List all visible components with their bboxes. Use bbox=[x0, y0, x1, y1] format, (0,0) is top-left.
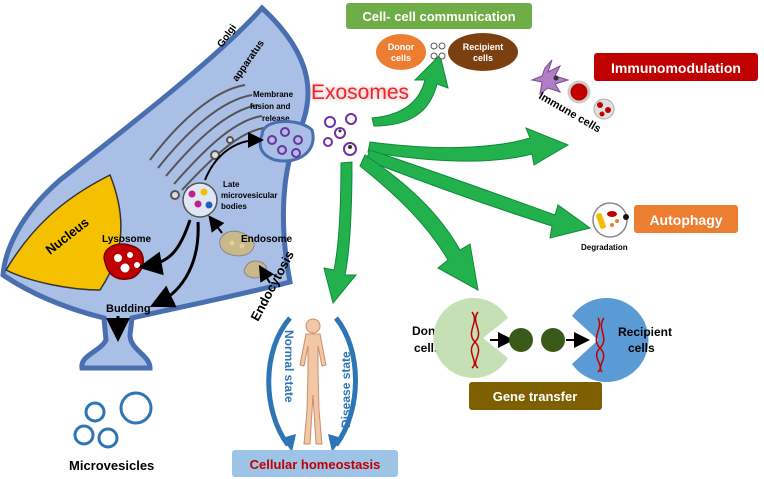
late-mvb-label-1: Late bbox=[223, 180, 240, 189]
vesicle-1 bbox=[509, 328, 533, 352]
endosome bbox=[219, 230, 255, 257]
gene-recipient-label-2: cells bbox=[628, 341, 655, 355]
immune-cells-icon bbox=[530, 59, 615, 120]
donor-cell-label-2: cells bbox=[391, 53, 411, 63]
gene-recipient-label-1: Recipient bbox=[618, 325, 672, 339]
disease-state-arrowhead bbox=[328, 434, 342, 452]
transfer-exosomes-icon bbox=[430, 42, 446, 60]
fusion-arrow bbox=[204, 132, 264, 181]
dna-recipient-icon bbox=[595, 317, 605, 373]
microvesicles bbox=[73, 391, 153, 449]
microvesicles-label: Microvesicles bbox=[69, 458, 154, 473]
immunomodulation-box-label: Immunomodulation bbox=[611, 60, 741, 76]
exosomes-title: Exosomes bbox=[311, 81, 409, 104]
recipient-cell bbox=[448, 33, 518, 71]
membrane-label-3: release bbox=[262, 114, 290, 123]
lysosome bbox=[103, 243, 144, 280]
exosome-cluster bbox=[323, 113, 357, 156]
membrane-label-1: Membrane bbox=[253, 90, 294, 99]
late-mvb-label-3: bodies bbox=[221, 202, 247, 211]
late-mvb bbox=[182, 182, 218, 218]
normal-state-label: Normal state bbox=[282, 330, 296, 403]
gene-donor-cell bbox=[433, 298, 508, 378]
membrane-fusion-body bbox=[258, 120, 315, 163]
endosome-label: Endosome bbox=[241, 234, 293, 245]
late-mvb-label-2: microvesicular bbox=[221, 191, 277, 200]
gene-transfer-box bbox=[469, 382, 602, 410]
human-body-icon bbox=[299, 318, 327, 445]
cell-comm-box bbox=[346, 3, 532, 29]
degradation-label: Degradation bbox=[581, 243, 628, 252]
cell-comm-box-label: Cell- cell communication bbox=[362, 9, 515, 24]
green-arrows bbox=[323, 54, 592, 305]
endosome-to-mvb-arrow bbox=[208, 215, 225, 234]
autophagy-box bbox=[634, 205, 738, 233]
mvb-to-budding-arrow bbox=[149, 221, 200, 308]
recipient-cell-label-2: cells bbox=[473, 53, 493, 63]
membrane-label-2: fusion and bbox=[250, 102, 291, 111]
cellular-homeostasis-box bbox=[232, 450, 398, 477]
budding-label: Budding bbox=[106, 303, 151, 315]
autophagosome-icon bbox=[592, 202, 629, 238]
cellular-homeostasis-box-label: Cellular homeostasis bbox=[250, 457, 381, 472]
nucleus bbox=[4, 173, 122, 291]
gene-recipient-cell bbox=[572, 297, 649, 382]
donor-cell-label-1: Donor bbox=[388, 42, 415, 52]
recipient-cell-label-1: Recipient bbox=[463, 42, 504, 52]
golgi-icon bbox=[149, 84, 265, 200]
normal-state-arrow bbox=[266, 316, 292, 447]
endocytosis-arrow bbox=[258, 264, 275, 284]
donor-cell bbox=[376, 34, 426, 70]
lysosome-label: Lysosome bbox=[102, 234, 152, 245]
normal-state-arrowhead bbox=[282, 434, 296, 452]
immunomodulation-box bbox=[594, 53, 758, 81]
vesicle-2 bbox=[541, 328, 565, 352]
mvb-to-lysosome-arrow bbox=[138, 219, 192, 276]
gene-transfer-box-label: Gene transfer bbox=[493, 389, 578, 404]
disease-state-arrow bbox=[333, 316, 358, 447]
autophagy-box-label: Autophagy bbox=[649, 212, 722, 228]
disease-state-label: Disease state bbox=[339, 351, 353, 428]
dna-donor-icon bbox=[470, 311, 480, 369]
